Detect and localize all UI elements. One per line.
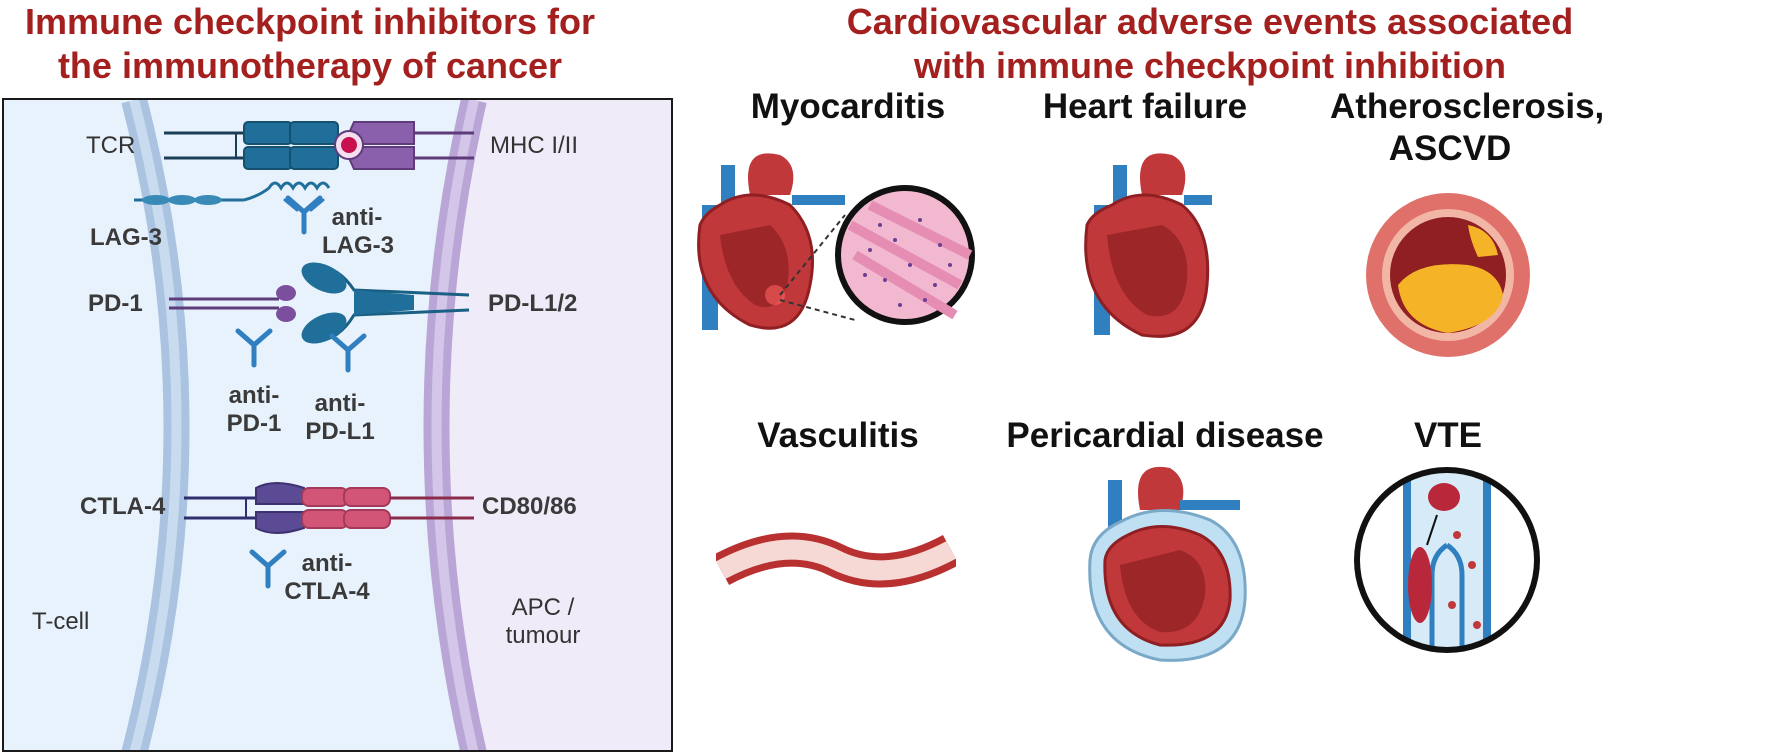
heart-failure-label: Heart failure: [1042, 87, 1248, 126]
anti-pdl1-label: anti-PD-L1: [305, 390, 375, 445]
pdl-label: PD-L1/2: [488, 290, 578, 317]
checkpoint-panel: TCR MHC I/II LAG-3 anti-LAG-3 PD-1 PD-L1…: [2, 98, 673, 752]
atherosclerosis-label: Atherosclerosis,ASCVD: [1330, 87, 1605, 168]
right-title: Cardiovascular adverse events associated…: [846, 1, 1574, 86]
myocarditis-heart-icon: [697, 153, 975, 330]
pericardial-heart-icon: [1088, 466, 1247, 662]
myocarditis-label: Myocarditis: [750, 87, 946, 126]
heart-failure-heart-icon: [1084, 153, 1212, 338]
tcr-label: TCR: [86, 132, 136, 159]
left-title: Immune checkpoint inhibitors for the imm…: [24, 1, 596, 86]
tcell-label: T-cell: [32, 608, 90, 635]
cd80-label: CD80/86: [482, 493, 577, 520]
pd1-label: PD-1: [88, 290, 143, 317]
vte-vein-icon: [1354, 467, 1540, 653]
pericardial-label: Pericardial disease: [1006, 416, 1324, 455]
anti-lag3-label: anti-LAG-3: [322, 204, 394, 259]
checkpoint-diagram: [121, 100, 671, 750]
inflamed-vessel-icon: [716, 532, 956, 588]
artery-cross-section-icon: [1366, 193, 1530, 357]
anti-ctla4-label: anti-CTLA-4: [284, 550, 370, 605]
mhc-label: MHC I/II: [490, 132, 578, 159]
anti-pd1-label: anti-PD-1: [226, 382, 282, 437]
apc-label: APC /tumour: [505, 594, 581, 649]
ctla4-label: CTLA-4: [80, 493, 166, 520]
lag3-label: LAG-3: [90, 224, 162, 251]
vte-label: VTE: [1413, 416, 1483, 455]
vasculitis-label: Vasculitis: [757, 416, 919, 455]
